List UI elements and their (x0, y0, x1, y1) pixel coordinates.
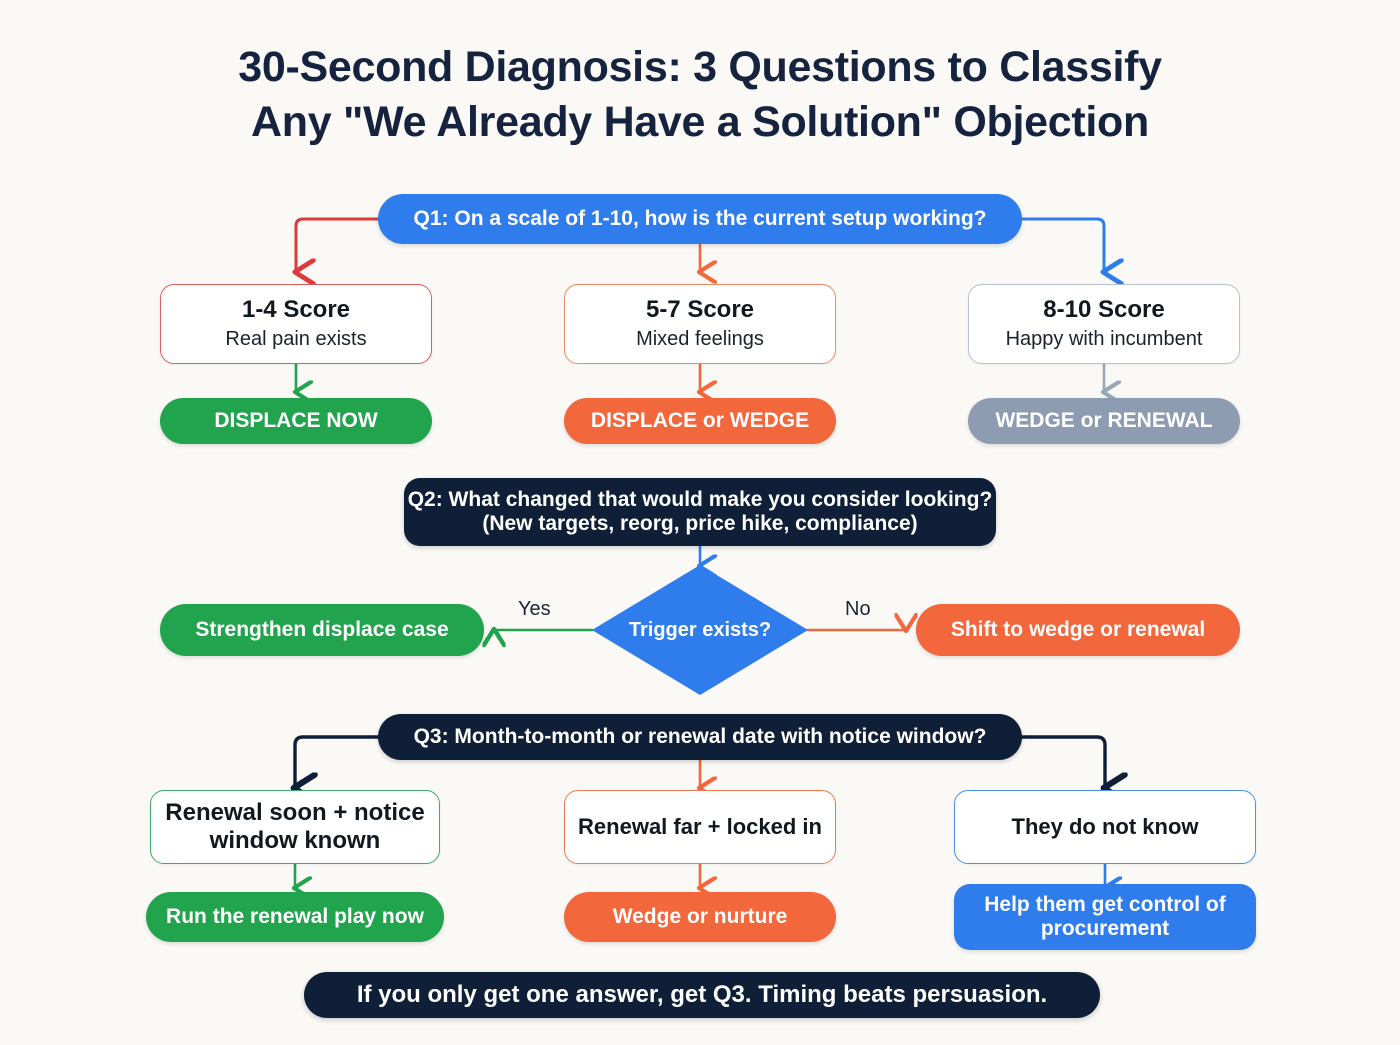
state-card-they-do-not-know[interactable]: They do not know (954, 790, 1256, 864)
score-card-1-4[interactable]: 1-4 Score Real pain exists (160, 284, 432, 364)
score-card-5-7-desc: Mixed feelings (636, 328, 764, 351)
outcome-run-renewal-play-label: Run the renewal play now (166, 905, 424, 928)
q3-question-text: Q3: Month-to-month or renewal date with … (413, 725, 987, 748)
footer-banner[interactable]: If you only get one answer, get Q3. Timi… (304, 972, 1100, 1018)
edge-q1-to-score-8-10 (1020, 217, 1104, 272)
state-card-renewal-far-line1: Renewal far + locked in (578, 814, 822, 840)
outcome-displace-or-wedge[interactable]: DISPLACE or WEDGE (564, 398, 836, 444)
outcome-run-renewal-play[interactable]: Run the renewal play now (146, 892, 444, 942)
score-card-8-10-title: 8-10 Score (1043, 295, 1165, 323)
state-card-renewal-soon-line1: Renewal soon + notice (165, 798, 425, 826)
page-title-line2: Any "We Already Have a Solution" Objecti… (251, 98, 1149, 147)
outcome-displace-or-wedge-label: DISPLACE or WEDGE (590, 409, 810, 432)
outcome-displace-now[interactable]: DISPLACE NOW (160, 398, 432, 444)
outcome-wedge-or-renewal-label: WEDGE or RENEWAL (995, 409, 1213, 432)
edge-q3-to-they-do-not-know (1020, 735, 1105, 788)
edge-q3-to-renewal-soon (295, 735, 380, 788)
outcome-help-get-control-procurement[interactable]: Help them get control of procurement (954, 884, 1256, 950)
edge-q1-to-score-1-4 (296, 217, 380, 272)
outcome-wedge-or-nurture-label: Wedge or nurture (612, 905, 788, 928)
q2-question-line2: (New targets, reorg, price hike, complia… (482, 512, 918, 535)
state-card-they-do-not-know-line1: They do not know (1011, 814, 1199, 840)
page-title: 30-Second Diagnosis: 3 Questions to Clas… (110, 40, 1290, 150)
footer-banner-text: If you only get one answer, get Q3. Timi… (356, 981, 1048, 1008)
score-card-8-10[interactable]: 8-10 Score Happy with incumbent (968, 284, 1240, 364)
outcome-strengthen-displace-case-label: Strengthen displace case (195, 618, 449, 641)
score-card-5-7[interactable]: 5-7 Score Mixed feelings (564, 284, 836, 364)
outcome-shift-to-wedge-or-renewal[interactable]: Shift to wedge or renewal (916, 604, 1240, 656)
outcome-help-procurement-line2: procurement (1040, 917, 1170, 940)
state-card-renewal-far[interactable]: Renewal far + locked in (564, 790, 836, 864)
score-card-8-10-desc: Happy with incumbent (1005, 328, 1203, 351)
page-title-line1: 30-Second Diagnosis: 3 Questions to Clas… (238, 43, 1162, 91)
outcome-wedge-or-renewal[interactable]: WEDGE or RENEWAL (968, 398, 1240, 444)
outcome-help-procurement-line1: Help them get control of (984, 893, 1226, 916)
score-card-5-7-title: 5-7 Score (645, 295, 755, 323)
q1-question-node[interactable]: Q1: On a scale of 1-10, how is the curre… (378, 194, 1022, 244)
q1-question-text: Q1: On a scale of 1-10, how is the curre… (413, 207, 987, 230)
q3-question-node[interactable]: Q3: Month-to-month or renewal date with … (378, 714, 1022, 760)
outcome-strengthen-displace-case[interactable]: Strengthen displace case (160, 604, 484, 656)
decision-label: Trigger exists? (628, 618, 772, 641)
outcome-displace-now-label: DISPLACE NOW (214, 409, 378, 432)
edge-label-no: No (845, 598, 871, 620)
outcome-shift-to-wedge-or-renewal-label: Shift to wedge or renewal (950, 618, 1206, 641)
q2-question-line1: Q2: What changed that would make you con… (407, 488, 993, 511)
score-card-1-4-title: 1-4 Score (241, 295, 351, 323)
q2-question-node[interactable]: Q2: What changed that would make you con… (404, 478, 996, 546)
outcome-wedge-or-nurture[interactable]: Wedge or nurture (564, 892, 836, 942)
score-card-1-4-desc: Real pain exists (225, 328, 367, 351)
decision-trigger-exists[interactable]: Trigger exists? (592, 565, 808, 695)
state-card-renewal-soon[interactable]: Renewal soon + notice window known (150, 790, 440, 864)
edge-label-yes: Yes (518, 598, 551, 620)
state-card-renewal-soon-line2: window known (209, 827, 381, 854)
